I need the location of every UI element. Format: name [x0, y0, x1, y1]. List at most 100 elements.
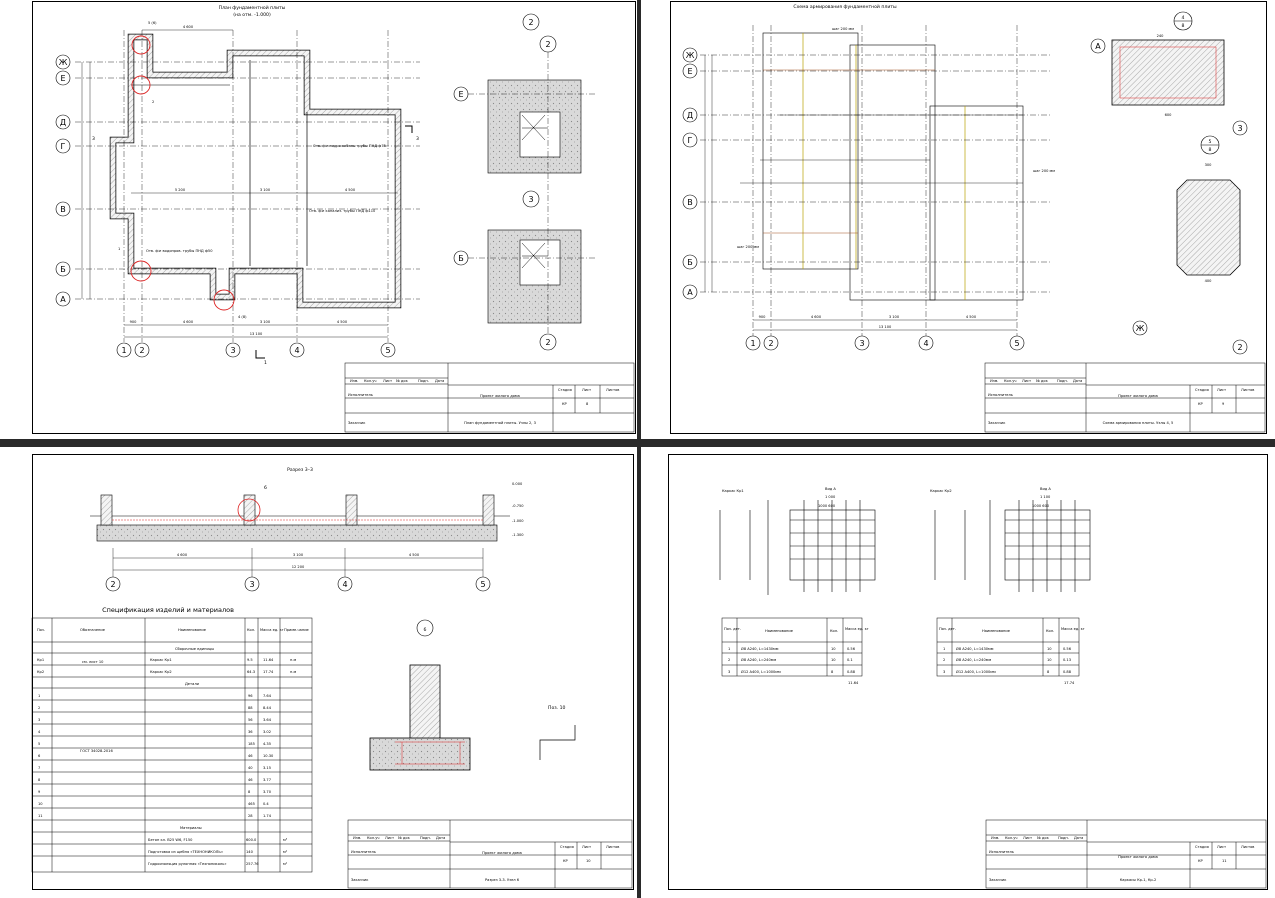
vertical-divider [637, 0, 641, 898]
node-label: 1 [118, 247, 120, 251]
spec-header: Поз. [37, 628, 45, 632]
section-axis-bubbles [105, 576, 491, 592]
spec-group: Материалы [180, 826, 202, 830]
dim-label: 4 500 [409, 553, 420, 557]
spec-cell: Каркас Кр1 [150, 658, 172, 662]
spec-cell: 3.70 [263, 790, 272, 794]
detail-axis: 2 [528, 18, 533, 27]
spec-cell: 46 [248, 778, 253, 782]
spec-cell: 2 [38, 706, 40, 710]
stamp-stage: КР [1198, 859, 1204, 863]
stamp-col: Кол.уч [367, 836, 379, 840]
spec-cell: 4 [38, 730, 41, 734]
reinf-plan [740, 32, 1024, 301]
reinf-dim-labels: 900 4 600 3 100 4 500 13 100 шаг 200 мм … [737, 27, 1055, 329]
bar-note: шаг 200 мм [832, 27, 854, 31]
spec-cell: 10 [38, 802, 43, 806]
spec-header: Масса ед. кг [260, 628, 284, 632]
stamp-check: Заказчик [989, 878, 1007, 882]
stamp-sheets-label: Листов [606, 845, 619, 849]
spec-cell: 3.15 [263, 766, 271, 770]
cage-1-table-text: Поз. дет. Наименование Кол. Масса ед. кг… [724, 627, 869, 685]
spec-title: Спецификация изделий и материалов [102, 606, 234, 614]
dim-label: 4 600 [811, 315, 822, 319]
spec-cell: Кр2 [37, 670, 44, 674]
sheet-4: Каркас Кр1 Вид А 1 000 1000 600 Каркас К… [719, 487, 1091, 685]
stamp-sheet: 11 [1222, 859, 1227, 863]
spec-cell: м² [283, 850, 288, 854]
spec-header: Наименование [178, 628, 207, 632]
cage-cell: 1 [728, 647, 730, 651]
spec-cell: 4.35 [263, 742, 271, 746]
stamp-dev: Исполнитель [988, 393, 1013, 397]
axis-label: 2 [768, 339, 773, 348]
bar-note: шаг 200 мм [737, 245, 759, 249]
spec-cell: 0.4 [263, 802, 269, 806]
spec-doc: см. лист 10 [82, 660, 104, 664]
cage-th: Поз. дет. [939, 627, 956, 631]
stamp-col: Лист [383, 379, 392, 383]
dim-label: 3 100 [260, 188, 271, 192]
bar-note: шаг 200 мм [1033, 169, 1055, 173]
spec-cell: Каркас Кр2 [150, 670, 172, 674]
spec-kr-rows: Кр1 Каркас Кр1 9.5 11.64 п.м Кр2 Каркас … [37, 658, 296, 674]
cage-1-labels: Каркас Кр1 Вид А 1 000 1000 600 [722, 487, 836, 508]
stamp-col: Дата [1073, 379, 1082, 383]
section-mark: 3 [416, 136, 419, 142]
section-title: Разрез 3–3 [287, 467, 313, 473]
cage-dim: 1 000 [825, 495, 836, 499]
node-num: 5 [1209, 139, 1212, 145]
dim-label: 4 500 [966, 315, 977, 319]
reinf-dims [704, 55, 1017, 331]
stamp-col: Кол.уч [1004, 379, 1016, 383]
cage-title: Каркас Кр1 [722, 489, 744, 493]
spec-group: Детали [185, 682, 200, 686]
reinf-axis-bubbles [682, 47, 1025, 351]
stamp-stage: КР [562, 402, 568, 406]
spec-cell: 17.74 [263, 670, 274, 674]
cage-cell: 8 [1047, 670, 1050, 674]
spec-header: Кол. [247, 628, 255, 632]
axis-label: 1 [121, 346, 126, 355]
cage-cell: 0.1 [847, 658, 853, 662]
cage-th: Масса ед. кг [845, 627, 869, 631]
cage-title: Каркас Кр2 [930, 489, 952, 493]
stamp-sheet-1 [344, 362, 635, 433]
dim-label: 4 500 [337, 320, 348, 324]
spec-cell: 8 [38, 778, 41, 782]
stamp-project: Проект жилого дома [1118, 394, 1158, 398]
node-dim: 240 [1157, 34, 1165, 38]
spec-cell: 3 [38, 718, 40, 722]
stamp-col: Изм. [353, 836, 361, 840]
plan-notes: Отв. ф≥ гидро кабель трубы ПНД ф75 Отв. … [146, 144, 386, 253]
cage-cell: 10 [1047, 647, 1052, 651]
spec-cell: Бетон кл. В25 W6, F150 [148, 838, 193, 842]
stamp-col: Подп. [418, 379, 429, 383]
stamp-col: Изм. [990, 379, 998, 383]
spec-cell: 1.74 [263, 814, 272, 818]
dim-label: 3 100 [889, 315, 900, 319]
axis-label: 2 [110, 580, 115, 589]
axis-label: Д [687, 111, 693, 120]
spec-cell: 56 [248, 718, 253, 722]
spec-cell: п.м [290, 658, 296, 662]
spec-cell: м³ [283, 838, 288, 842]
detail-axis: Б [458, 254, 464, 263]
stamp-col: Дата [1074, 836, 1083, 840]
detail-axis: А [1095, 42, 1101, 51]
stamp-sheet-label: Лист [582, 388, 591, 392]
stamp-sheet-label: Лист [1217, 845, 1226, 849]
axis-label: 5 [480, 580, 485, 589]
spec-cell: 6 [38, 754, 41, 758]
axis-label: А [60, 295, 66, 304]
section-axis-labels: 2 3 4 5 [110, 580, 485, 589]
cage-cell: 2 [728, 658, 730, 662]
dim-label: 900 [759, 315, 767, 319]
axis-label: 3 [230, 346, 235, 355]
section-dim-labels: 4 600 3 100 4 500 12 200 [177, 553, 420, 569]
spec-cell: 46 [248, 754, 253, 758]
reinf-grid [700, 25, 1050, 336]
cage-th: Кол. [830, 629, 838, 633]
cage-cell: 10 [1047, 658, 1052, 662]
